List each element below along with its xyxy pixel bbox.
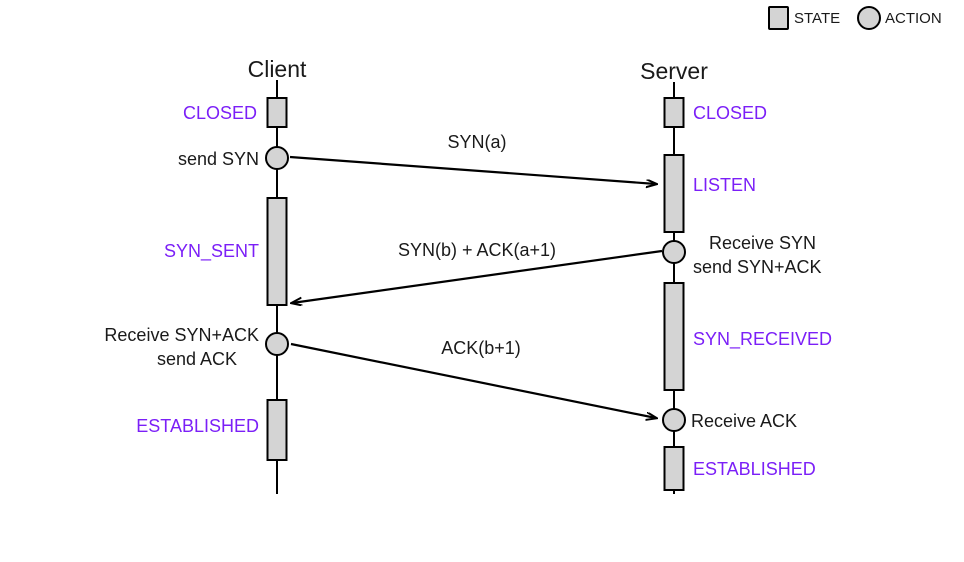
client-action-label-receive-synack-line2: send ACK [157,349,237,369]
server-action-dot-receive-ack [662,408,686,432]
server-state-label-established: ESTABLISHED [693,459,816,479]
server-state-box-listen [663,154,685,233]
client-state-label-syn-sent: SYN_SENT [164,241,259,262]
message-label-synack: SYN(b) + ACK(a+1) [398,240,556,260]
message-arrow-ack [290,342,656,418]
client-state-box-syn-sent [266,197,288,306]
server-state-label-closed: CLOSED [693,103,767,123]
server-state-label-listen: LISTEN [693,175,756,195]
client-state-label-established: ESTABLISHED [136,416,259,436]
server-action-label-receive-ack: Receive ACK [691,411,797,431]
client-state-label-closed: CLOSED [183,103,257,123]
message-arrow-synack [292,249,663,303]
server-state-box-established [663,446,685,491]
server-action-label-receive-syn-line1: Receive SYN [709,233,816,253]
message-label-ack: ACK(b+1) [441,338,521,358]
legend-label-action: ACTION [885,10,942,27]
server-action-label-receive-syn-line2: send SYN+ACK [693,257,822,277]
action-circle-icon [857,6,881,30]
client-title: Client [248,56,307,82]
client-action-dot-send-syn [265,146,289,170]
client-participant: Client CLOSED send SYN SYN_SENT Receive … [104,56,307,494]
server-state-box-closed [663,97,685,128]
legend: STATE ACTION [768,6,942,30]
message-label-syn: SYN(a) [447,132,506,152]
legend-label-state: STATE [794,10,840,27]
server-state-box-syn-received [663,282,685,391]
messages: SYN(a) SYN(b) + ACK(a+1) ACK(b+1) [289,132,663,418]
client-state-box-closed [266,97,288,128]
message-arrow-syn [289,155,656,184]
server-action-dot-receive-syn [662,240,686,264]
client-action-dot-receive-synack [265,332,289,356]
server-state-label-syn-received: SYN_RECEIVED [693,329,832,350]
client-action-label-receive-synack-line1: Receive SYN+ACK [104,325,259,345]
server-participant: Server CLOSED LISTEN Receive SYN send SY… [640,58,832,494]
server-title: Server [640,58,708,84]
client-state-box-established [266,399,288,461]
client-action-label-send-syn: send SYN [178,149,259,169]
state-square-icon [768,6,789,30]
